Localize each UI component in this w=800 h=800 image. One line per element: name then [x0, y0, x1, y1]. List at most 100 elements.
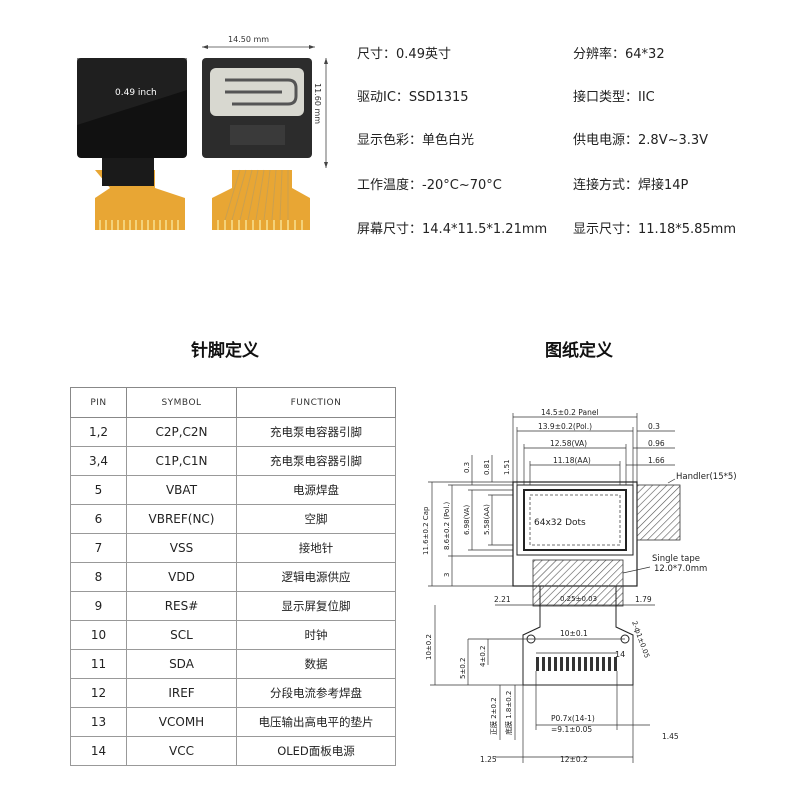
dim-h10: 10±0.2	[425, 634, 433, 660]
dim-tape-size: 12.0*7.0mm	[654, 564, 707, 574]
symbol-cell: SCL	[126, 620, 237, 650]
dim-145: 1.45	[662, 732, 679, 741]
single-tape	[532, 559, 624, 607]
dim-081: 0.81	[483, 459, 491, 475]
pin-cell: 13	[70, 707, 127, 737]
symbol-cell: VSS	[126, 533, 237, 563]
fpc-pins	[536, 657, 617, 671]
module-back-photo	[202, 58, 312, 230]
drawing-section-title: 图纸定义	[545, 341, 613, 361]
header-symbol: SYMBOL	[126, 387, 237, 418]
dim-aa: 11.18(AA)	[553, 456, 591, 465]
dim-166: 1.66	[648, 456, 665, 465]
width-dimension-label: 14.50 mm	[228, 35, 270, 44]
function-cell: 时钟	[236, 620, 396, 650]
function-cell: 电压输出高电平的垫片	[236, 707, 396, 737]
dim-12: 12±0.2	[560, 755, 588, 764]
module-photos	[77, 45, 328, 230]
dim-h18: 底膜 1.8±0.2	[504, 691, 513, 735]
function-cell: 逻辑电源供应	[236, 562, 396, 592]
dim-179: 1.79	[635, 595, 652, 604]
function-cell: 接地针	[236, 533, 396, 563]
dim-096: 0.96	[648, 439, 665, 448]
dim-125: 1.25	[480, 755, 497, 764]
pin-section-title: 针脚定义	[191, 341, 259, 361]
pin-cell: 3,4	[70, 446, 127, 476]
function-cell: 空脚	[236, 504, 396, 534]
dim-dots: 64x32 Dots	[534, 518, 586, 528]
dim-handler: Handler(15*5)	[676, 472, 737, 482]
dim-pins14: 14	[615, 650, 625, 659]
symbol-cell: IREF	[126, 678, 237, 708]
spec-display-size: 显示尺寸：11.18*5.85mm	[573, 222, 737, 237]
symbol-cell: VBREF(NC)	[126, 504, 237, 534]
height-dimension-label: 11.60 mm	[313, 83, 322, 125]
spec-power: 供电电源：2.8V~3.3V	[573, 133, 709, 148]
module-front-photo	[77, 58, 187, 230]
symbol-cell: C2P,C2N	[126, 417, 237, 447]
spec-temperature: 工作温度：-20°C~70°C	[357, 178, 502, 193]
pin-cell: 1,2	[70, 417, 127, 447]
dim-221: 2.21	[494, 595, 511, 604]
spec-color: 显示色彩：单色白光	[357, 133, 475, 148]
spec-resolution: 分辨率：64*32	[573, 47, 665, 62]
pin-cell: 9	[70, 591, 127, 621]
spec-screen-size: 屏幕尺寸：14.4*11.5*1.21mm	[357, 222, 548, 237]
spec-interface: 接口类型：IIC	[573, 90, 655, 105]
screen-size-label: 0.49 inch	[115, 88, 157, 98]
pin-cell: 6	[70, 504, 127, 534]
dim-151: 1.51	[503, 459, 511, 475]
pin-cell: 10	[70, 620, 127, 650]
function-cell: 显示屏复位脚	[236, 591, 396, 621]
dim-10: 10±0.1	[560, 629, 588, 638]
header-pin: PIN	[70, 387, 127, 418]
symbol-cell: VCC	[126, 736, 237, 766]
dim-va: 12.58(VA)	[550, 439, 587, 448]
active-area	[529, 494, 621, 546]
function-cell: OLED面板电源	[236, 736, 396, 766]
symbol-cell: VDD	[126, 562, 237, 592]
dim-pol-v: 8.6±0.2 (Pol.)	[443, 501, 451, 550]
fpc-outline	[522, 586, 634, 686]
pin-cell: 12	[70, 678, 127, 708]
symbol-cell: C1P,C1N	[126, 446, 237, 476]
dim-025: 0.25±0.03	[560, 595, 597, 603]
spec-size: 尺寸：0.49英寸	[357, 47, 451, 62]
function-cell: 电源焊盘	[236, 475, 396, 505]
function-cell: 充电泵电容器引脚	[236, 446, 396, 476]
handler-tab	[636, 484, 681, 541]
dim-pol: 13.9±0.2(Pol.)	[538, 422, 592, 431]
dim-03-right: 0.3	[648, 422, 660, 431]
pin-table-header: PIN SYMBOL FUNCTION	[70, 387, 396, 418]
dim-pitch2: =9.1±0.05	[551, 725, 592, 734]
dim-h5: 5±0.2	[459, 658, 467, 679]
dim-single-tape: Single tape	[652, 554, 700, 564]
dim-va-v: 6.98(VA)	[463, 505, 471, 535]
function-cell: 数据	[236, 649, 396, 679]
dim-3: 3	[443, 573, 451, 577]
dim-aa-v: 5.58(AA)	[483, 504, 491, 535]
header-function: FUNCTION	[236, 387, 396, 418]
symbol-cell: VBAT	[126, 475, 237, 505]
technical-drawing: 14.5±0.2 Panel 13.9±0.2(Pol.) 12.58(VA) …	[422, 408, 737, 764]
pin-cell: 5	[70, 475, 127, 505]
function-cell: 分段电流参考焊盘	[236, 678, 396, 708]
pin-cell: 11	[70, 649, 127, 679]
dim-cap: 11.6±0.2 Cap	[422, 506, 430, 555]
polarizer-outline	[516, 484, 634, 556]
dim-pitch1: P0.7x(14-1)	[551, 714, 595, 723]
symbol-cell: RES#	[126, 591, 237, 621]
dim-panel: 14.5±0.2 Panel	[541, 408, 599, 417]
viewing-area	[523, 489, 627, 551]
pin-cell: 8	[70, 562, 127, 592]
